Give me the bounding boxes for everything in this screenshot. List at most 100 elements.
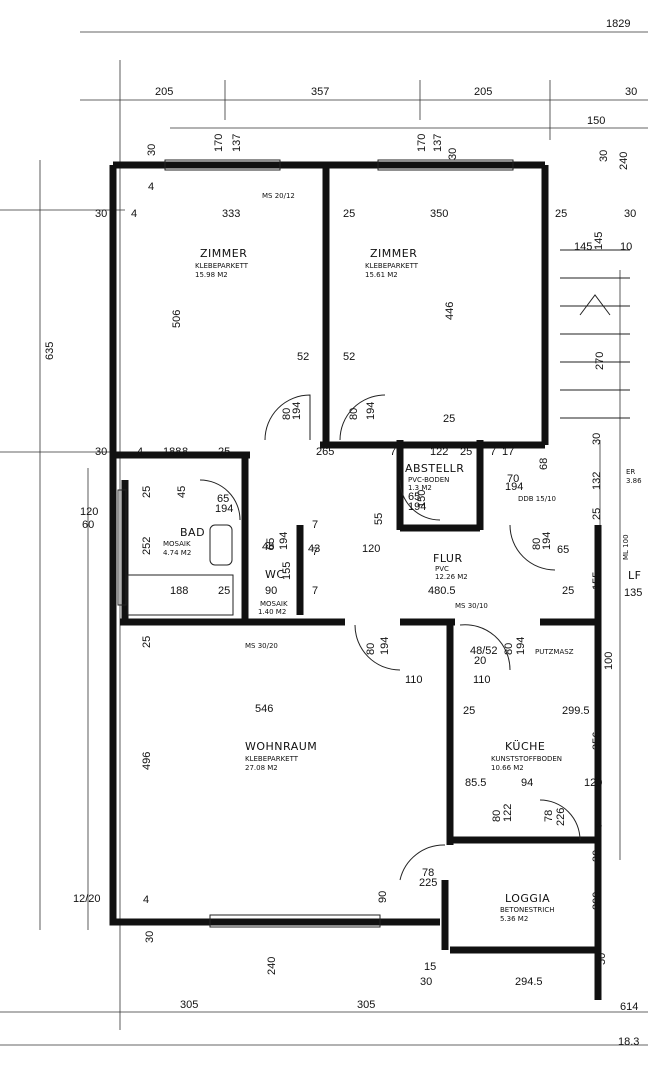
svg-text:137: 137 — [231, 134, 243, 152]
misc-labels: MS 20/12 MS 30/20 MS 30/10 DDB 15/10 PUT… — [245, 192, 642, 656]
svg-text:78: 78 — [543, 810, 555, 822]
svg-text:1.40 M2: 1.40 M2 — [258, 608, 286, 616]
room-bad: BAD MOSAIK 4.74 M2 — [163, 526, 205, 557]
svg-text:480.5: 480.5 — [428, 585, 456, 597]
svg-text:546: 546 — [255, 703, 273, 715]
svg-text:MS 30/10: MS 30/10 — [455, 602, 488, 610]
svg-text:357: 357 — [311, 86, 329, 98]
room-abstellr: ABSTELLR PVC-BODEN 1.3 M2 — [405, 462, 464, 492]
svg-text:1.3 M2: 1.3 M2 — [408, 484, 432, 492]
svg-text:194: 194 — [515, 637, 527, 655]
svg-text:PVC: PVC — [435, 565, 449, 573]
svg-text:4.74 M2: 4.74 M2 — [163, 549, 191, 557]
svg-text:137: 137 — [432, 134, 444, 152]
svg-text:80: 80 — [281, 408, 293, 420]
svg-text:614: 614 — [620, 1001, 638, 1013]
svg-text:3.86: 3.86 — [626, 477, 642, 485]
svg-text:KÜCHE: KÜCHE — [505, 740, 545, 753]
svg-text:25: 25 — [562, 585, 574, 597]
svg-text:MOSAIK: MOSAIK — [163, 540, 191, 548]
svg-text:ABSTELLR: ABSTELLR — [405, 462, 464, 475]
svg-text:45: 45 — [176, 486, 188, 498]
svg-text:LF: LF — [628, 569, 641, 582]
svg-text:299.5: 299.5 — [562, 705, 590, 717]
staircase — [560, 249, 630, 419]
svg-text:52: 52 — [343, 351, 355, 363]
svg-text:LOGGIA: LOGGIA — [505, 892, 550, 905]
door-swings — [199, 394, 581, 881]
svg-text:43: 43 — [308, 543, 320, 555]
svg-text:25: 25 — [141, 486, 153, 498]
svg-text:4: 4 — [148, 181, 154, 193]
svg-text:65: 65 — [408, 491, 420, 503]
room-loggia: LOGGIA BETONESTRICH 5.36 M2 — [500, 892, 554, 923]
svg-text:30: 30 — [598, 150, 610, 162]
svg-text:1829: 1829 — [606, 18, 630, 30]
svg-text:17: 17 — [502, 446, 514, 458]
svg-text:30: 30 — [591, 850, 603, 862]
svg-text:194: 194 — [278, 532, 290, 550]
svg-text:KLEBEPARKETT: KLEBEPARKETT — [195, 262, 249, 270]
svg-text:30: 30 — [447, 148, 459, 160]
svg-text:ZIMMER: ZIMMER — [200, 247, 247, 260]
svg-text:225: 225 — [419, 877, 437, 889]
svg-text:30: 30 — [625, 86, 637, 98]
svg-text:305: 305 — [180, 999, 198, 1011]
svg-text:20: 20 — [474, 655, 486, 667]
svg-text:4: 4 — [596, 819, 602, 831]
svg-text:85.5: 85.5 — [465, 777, 486, 789]
svg-text:635: 635 — [44, 342, 56, 360]
svg-text:350: 350 — [430, 208, 448, 220]
svg-text:240: 240 — [618, 152, 630, 170]
room-wc: WC MOSAIK 1.40 M2 — [258, 568, 288, 616]
svg-text:150: 150 — [587, 115, 605, 127]
svg-text:80: 80 — [491, 810, 503, 822]
svg-text:48/52: 48/52 — [470, 645, 498, 657]
svg-text:194: 194 — [215, 503, 233, 515]
svg-text:30: 30 — [95, 446, 107, 458]
svg-text:80: 80 — [348, 408, 360, 420]
svg-text:194: 194 — [408, 501, 426, 513]
svg-text:65: 65 — [557, 544, 569, 556]
svg-text:240: 240 — [266, 957, 278, 975]
svg-text:120: 120 — [584, 777, 602, 789]
svg-text:120: 120 — [80, 506, 98, 518]
svg-text:135: 135 — [624, 587, 642, 599]
svg-text:52: 52 — [297, 351, 309, 363]
svg-text:ER: ER — [626, 468, 635, 476]
room-kueche: KÜCHE KUNSTSTOFFBODEN 10.66 M2 — [491, 740, 562, 772]
svg-text:188: 188 — [170, 585, 188, 597]
svg-text:15: 15 — [424, 961, 436, 973]
svg-text:200: 200 — [591, 892, 603, 910]
svg-text:194: 194 — [291, 402, 303, 420]
svg-text:226: 226 — [555, 808, 567, 826]
svg-text:170: 170 — [213, 134, 225, 152]
svg-text:120: 120 — [362, 543, 380, 555]
svg-text:10.66 M2: 10.66 M2 — [491, 764, 524, 772]
dimension-lines — [0, 31, 648, 1046]
svg-text:68: 68 — [538, 458, 550, 470]
svg-text:7: 7 — [490, 446, 496, 458]
svg-text:BETONESTRICH: BETONESTRICH — [500, 906, 554, 914]
svg-text:7: 7 — [312, 585, 318, 597]
svg-text:25: 25 — [555, 208, 567, 220]
svg-text:90: 90 — [377, 891, 389, 903]
svg-text:150: 150 — [416, 490, 428, 508]
svg-text:WOHNRAUM: WOHNRAUM — [245, 740, 317, 753]
svg-text:305: 305 — [357, 999, 375, 1011]
svg-text:80: 80 — [503, 643, 515, 655]
svg-text:4: 4 — [131, 208, 137, 220]
svg-text:356: 356 — [591, 732, 603, 750]
svg-text:MS 20/12: MS 20/12 — [262, 192, 295, 200]
svg-text:4: 4 — [143, 894, 149, 906]
svg-text:25: 25 — [218, 585, 230, 597]
svg-text:506: 506 — [171, 310, 183, 328]
svg-text:48: 48 — [262, 541, 274, 553]
svg-text:KLEBEPARKETT: KLEBEPARKETT — [245, 755, 299, 763]
svg-text:270: 270 — [594, 352, 606, 370]
svg-text:4: 4 — [137, 446, 143, 458]
svg-text:15.98 M2: 15.98 M2 — [195, 271, 228, 279]
svg-text:7: 7 — [312, 546, 318, 558]
dimension-labels: 1829 205 357 205 30 170 137 170 137 30 1… — [44, 18, 642, 1048]
